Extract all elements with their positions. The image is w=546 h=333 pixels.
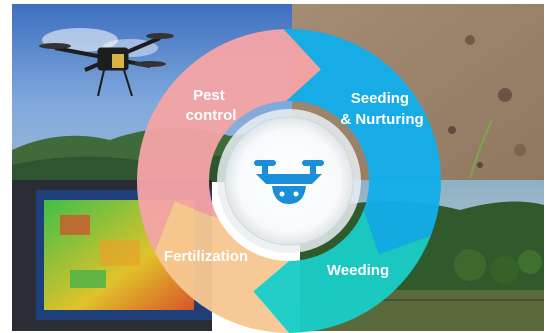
center-hub (217, 109, 361, 253)
cycle-ring (136, 29, 442, 333)
drone-icon (254, 160, 324, 204)
segment-pest (136, 29, 321, 253)
segment-seeding (283, 29, 442, 254)
label-pest-control: Pest control (186, 87, 237, 124)
segment-fertilization (154, 201, 289, 333)
label-seeding-nurturing: Seeding & Nurturing (340, 90, 423, 128)
label-weeding: Weeding (327, 262, 389, 279)
segment-labels: Pest control Seeding & Nurturing Weeding… (164, 87, 424, 279)
segment-weeding (253, 209, 431, 333)
drone-silhouette (39, 33, 174, 97)
label-fertilization: Fertilization (164, 248, 248, 265)
